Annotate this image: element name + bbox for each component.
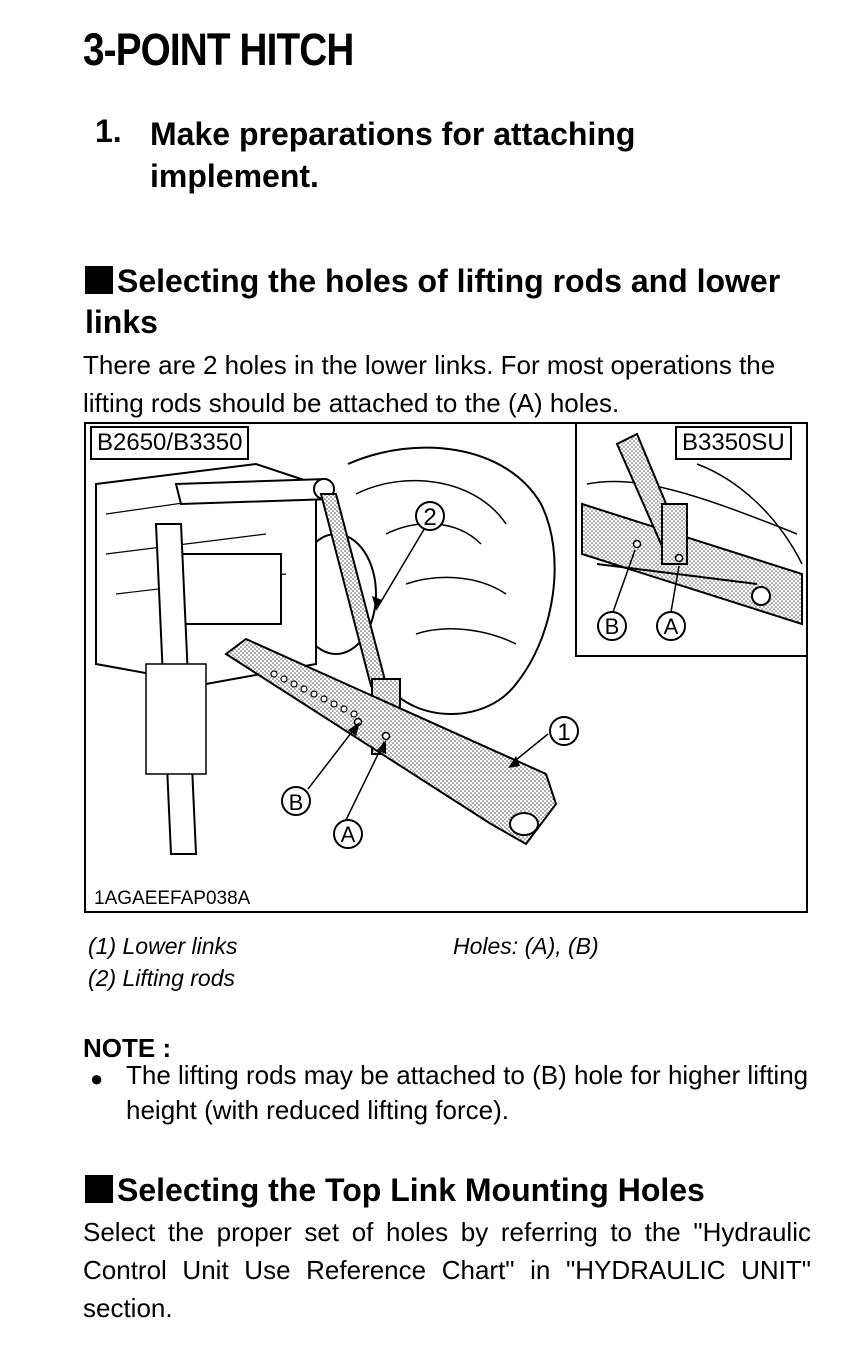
section-heading-text: Selecting the Top Link Mounting Holes: [117, 1172, 705, 1208]
note-text: The lifting rods may be attached to (B) …: [126, 1060, 809, 1125]
section-square-icon: [85, 266, 113, 294]
note-label: NOTE :: [83, 1033, 172, 1063]
caption-holes: Holes: (A), (B): [453, 933, 599, 959]
inset-illustration: B A: [581, 432, 803, 641]
step-number: 1.: [95, 113, 122, 149]
figure-code: 1AGAEEFAP038A: [94, 888, 251, 909]
callout-1-label: 1: [557, 719, 570, 746]
inset-callout-a-circle: [656, 611, 686, 641]
section-heading-lifting-holes: Selecting the holes of lifting rods and …: [85, 261, 785, 343]
callout-b-label: B: [289, 790, 304, 815]
callout-2-label: 2: [423, 504, 436, 531]
page-title: 3-POINT HITCH: [83, 24, 354, 75]
callout-b-circle: [281, 786, 311, 816]
note-bullet: ●: [90, 1066, 104, 1091]
caption-lifting-rods: (2) Lifting rods: [88, 965, 236, 991]
section-body-top-link: Select the proper set of holes by referr…: [83, 1217, 811, 1323]
section-heading-text: Selecting the holes of lifting rods and …: [85, 263, 781, 340]
callout-1-circle: [549, 716, 579, 746]
inset-callout-a-label: A: [664, 614, 679, 639]
hitch-inset-figure: B A B3350SU: [575, 422, 808, 657]
callout-a-circle: [333, 819, 363, 849]
hitch-figure: 2 1 B A B2650/B3350 1AGAEEFAP038A: [84, 422, 808, 913]
model-label-main: B2650/B3350: [90, 426, 250, 460]
callout-2-circle: [415, 501, 445, 531]
section-heading-top-link: Selecting the Top Link Mounting Holes: [85, 1170, 825, 1211]
section-square-icon: [85, 1175, 113, 1203]
section-body-lifting-holes: There are 2 holes in the lower links. Fo…: [83, 350, 776, 418]
step-text: Make preparations for attaching implemen…: [150, 116, 636, 194]
caption-lower-links: (1) Lower links: [88, 933, 238, 959]
callout-a-label: A: [341, 822, 356, 847]
hitch-illustration: 2 1 B A: [95, 446, 579, 855]
inset-callout-b-label: B: [605, 614, 620, 639]
model-label-inset: B3350SU: [675, 426, 792, 460]
inset-callout-b-circle: [597, 611, 627, 641]
